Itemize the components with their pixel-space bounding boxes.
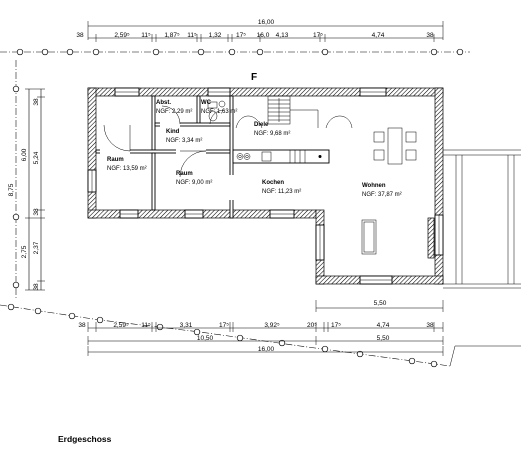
bottom-dim-1: 2,59⁵ bbox=[113, 322, 129, 329]
room-name-wc: WC bbox=[201, 100, 212, 106]
bottom-overall-dim: 16,00 bbox=[258, 346, 275, 353]
room-area-wohnen: NGF: 37,87 m² bbox=[362, 192, 402, 198]
top-dim-5: 1,32 bbox=[209, 32, 222, 39]
room-area-kochen: NGF: 11,23 m² bbox=[262, 189, 301, 195]
terrace-width-dim: 5,50 bbox=[374, 300, 387, 307]
bottom-dim-4: 17⁵ bbox=[219, 322, 229, 329]
bottom-dim-0: 38 bbox=[78, 322, 86, 329]
room-name-raum-1: Raum bbox=[107, 157, 124, 163]
room-name-kochen: Kochen bbox=[262, 180, 284, 186]
top-dimension-chain: 16,00 38 2,59⁵ 11⁵ 1,87⁵ 11⁵ 1,32 17⁵ 16… bbox=[0, 19, 470, 56]
top-dim-1: 2,59⁵ bbox=[114, 32, 130, 39]
left-upper-seg-0: 38 bbox=[33, 98, 40, 106]
top-dim-6: 17⁵ bbox=[236, 32, 246, 39]
kitchen-counter bbox=[232, 149, 330, 164]
top-dim-7: 16,0 bbox=[257, 32, 270, 39]
bottom-dim-9: 38 bbox=[426, 322, 434, 329]
bottom-subtotal-left: 10,50 bbox=[197, 335, 214, 342]
room-name-diele: Diele bbox=[254, 122, 269, 128]
left-overall-dim: 8,75 bbox=[8, 183, 15, 196]
left-upper-seg-1: 5,24 bbox=[33, 151, 40, 164]
top-dim-2: 11⁵ bbox=[141, 32, 151, 39]
terrace bbox=[443, 149, 521, 289]
bottom-subtotal-right: 5,50 bbox=[377, 335, 390, 342]
top-dim-4: 11⁵ bbox=[187, 32, 197, 39]
room-labels: Abst. NGF: 2,29 m² WC NGF: 1,63 m² Kind … bbox=[107, 100, 402, 198]
sofa bbox=[361, 219, 377, 255]
north-label: F bbox=[251, 72, 257, 83]
wc-fixtures bbox=[207, 100, 226, 122]
room-area-kind: NGF: 3,34 m² bbox=[166, 138, 202, 144]
left-lower-seg-0: 2,37 bbox=[33, 241, 40, 254]
top-dim-8: 4,13 bbox=[276, 32, 289, 39]
staircase bbox=[267, 95, 319, 128]
bottom-dim-6: 20⁵ bbox=[307, 322, 317, 329]
room-area-raum-1: NGF: 13,59 m² bbox=[107, 166, 147, 172]
room-name-wohnen: Wohnen bbox=[362, 183, 386, 189]
room-name-kind: Kind bbox=[166, 129, 180, 135]
room-area-raum-2: NGF: 9,00 m² bbox=[176, 180, 212, 186]
bottom-dim-3: 3,31 bbox=[180, 322, 193, 329]
bottom-dim-2: 11⁵ bbox=[141, 322, 151, 329]
top-dim-9: 17⁵ bbox=[313, 32, 323, 39]
left-lower-seg-1: 38 bbox=[33, 283, 40, 291]
left-upper-total: 6,00 bbox=[21, 148, 28, 161]
left-dimension-chain: 8,75 6,00 38 5,24 38 2,75 2,37 38 bbox=[8, 60, 45, 300]
room-area-abst: NGF: 2,29 m² bbox=[156, 109, 192, 115]
top-dim-3: 1,87⁵ bbox=[164, 32, 180, 39]
bottom-dim-8: 4,74 bbox=[377, 322, 390, 329]
top-dim-10: 4,74 bbox=[372, 32, 385, 39]
room-name-raum-2: Raum bbox=[176, 171, 193, 177]
top-overall-dim: 16,00 bbox=[258, 19, 275, 26]
top-dim-0: 38 bbox=[76, 32, 84, 39]
room-area-wc: NGF: 1,63 m² bbox=[201, 109, 237, 115]
left-lower-total: 2,75 bbox=[21, 245, 28, 258]
bottom-dimension-chain: 5,50 38 2,59⁵ 11⁵ 3,31 17⁵ 3,92⁵ 20⁵ bbox=[0, 300, 521, 368]
room-area-diele: NGF: 9,68 m² bbox=[254, 131, 290, 137]
top-dim-11: 38 bbox=[426, 32, 434, 39]
room-name-abst: Abst. bbox=[156, 100, 171, 106]
bottom-dim-7: 17⁵ bbox=[331, 322, 341, 329]
drawing-title: Erdgeschoss bbox=[58, 434, 112, 444]
dining-table bbox=[373, 127, 417, 165]
left-upper-seg-2: 38 bbox=[33, 208, 40, 216]
bottom-dim-5: 3,92⁵ bbox=[264, 322, 280, 329]
building-walls bbox=[87, 87, 444, 285]
